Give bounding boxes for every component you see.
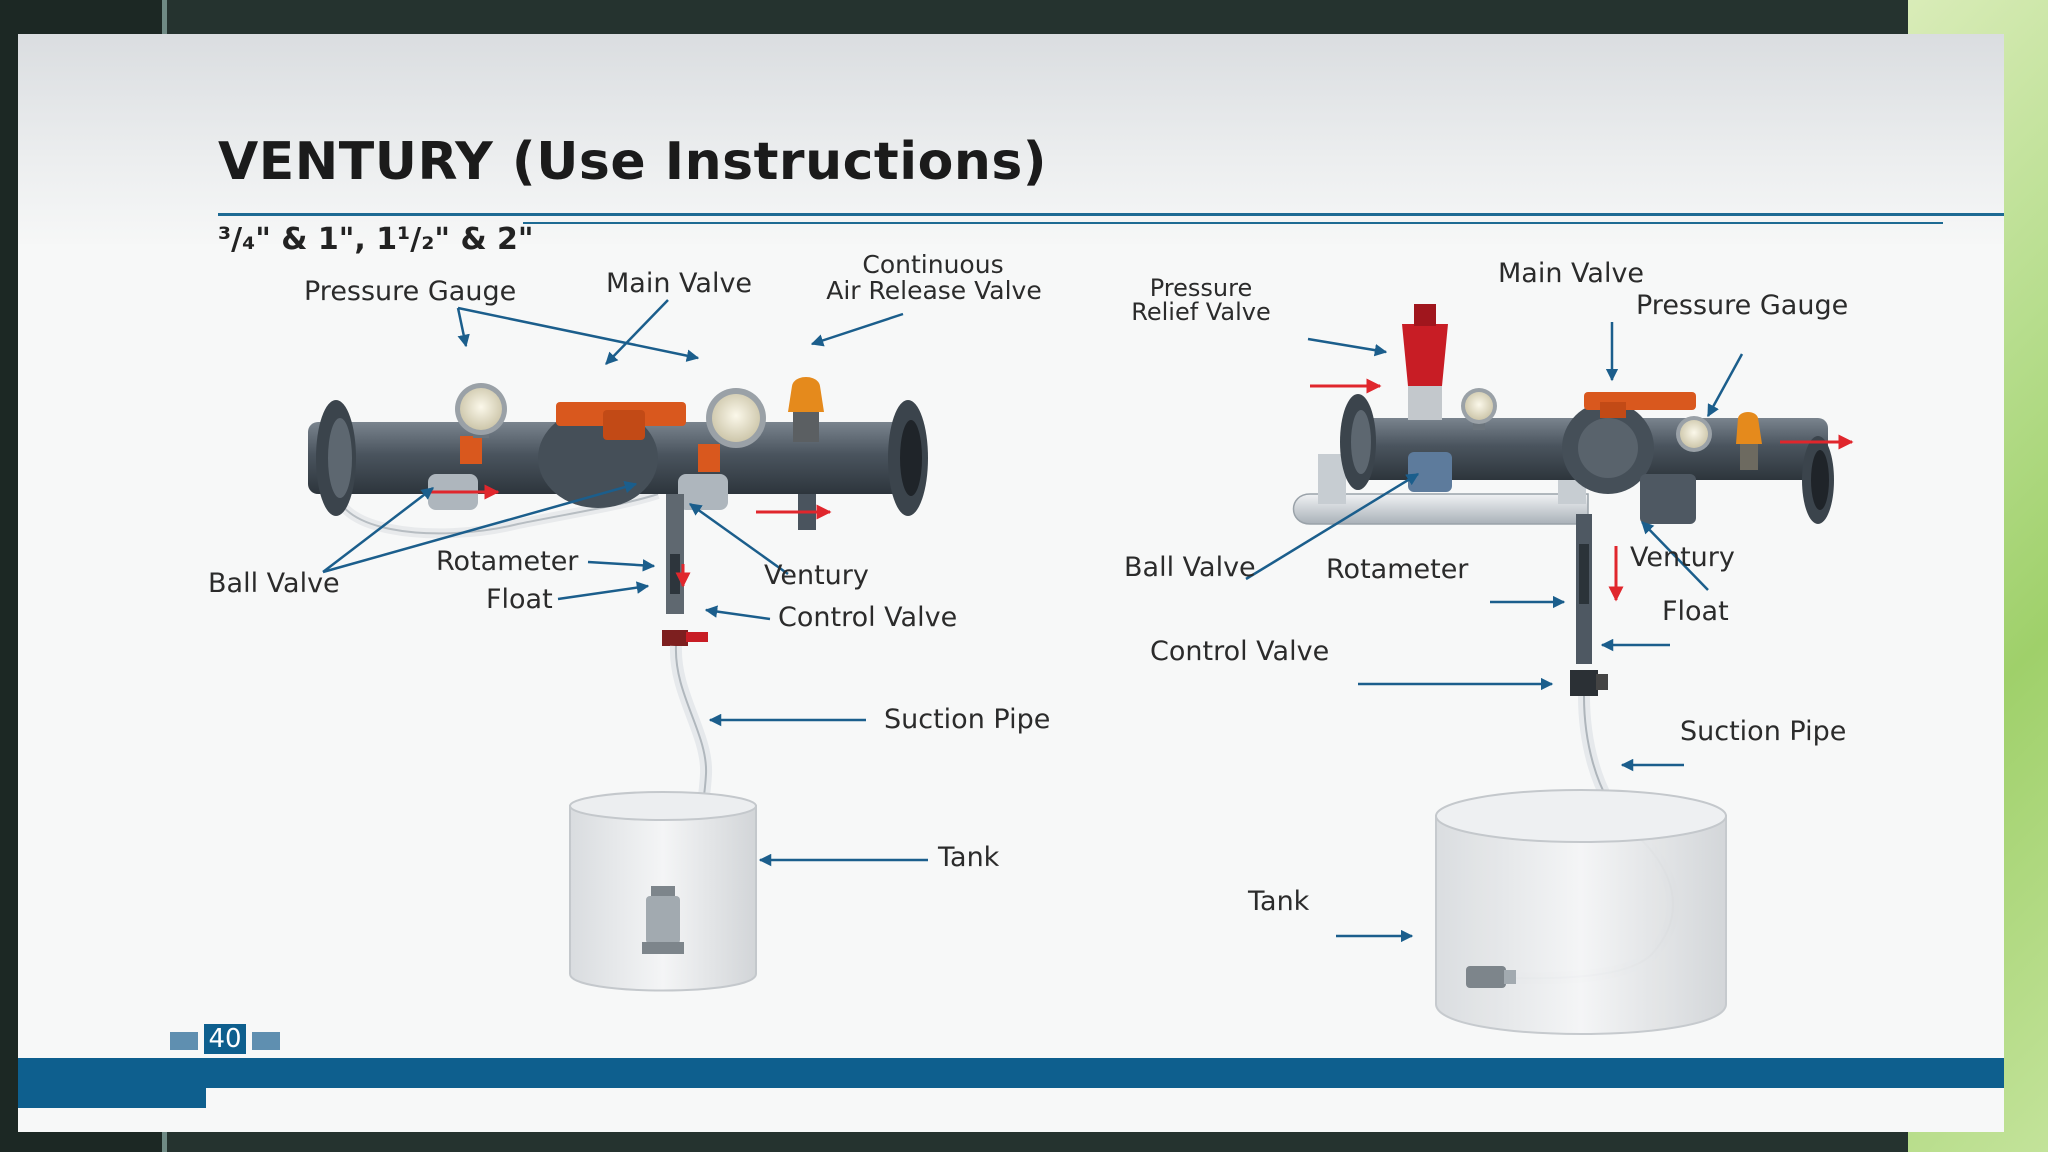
right-label-pressure-relief-line1: Pressure <box>1149 274 1253 302</box>
ventury-diagrams <box>308 299 1854 1035</box>
footer-block <box>18 1058 206 1108</box>
page-number-right-marker <box>252 1032 280 1050</box>
right-ventury-assembly <box>1292 304 1834 1035</box>
left-label-float: Float <box>486 584 553 615</box>
left-label-tank: Tank <box>938 842 1000 873</box>
left-label-air-release-line1: Continuous <box>862 250 1004 279</box>
right-label-float: Float <box>1662 596 1729 627</box>
left-ventury-assembly <box>308 377 928 992</box>
right-label-suction-pipe: Suction Pipe <box>1680 716 1847 747</box>
left-label-main-valve: Main Valve <box>606 268 753 299</box>
right-label-rotameter: Rotameter <box>1326 554 1469 585</box>
page-number-left-marker <box>170 1032 198 1050</box>
right-label-pressure-relief-line2: Relief Valve <box>1131 298 1271 326</box>
left-label-ball-valve: Ball Valve <box>208 568 340 599</box>
title-divider <box>218 213 2004 216</box>
left-label-suction-pipe: Suction Pipe <box>884 704 1051 735</box>
right-leader-arrows <box>1245 322 1744 943</box>
size-label: ³/₄" & 1", 1¹/₂" & 2" <box>218 222 534 257</box>
left-label-rotameter: Rotameter <box>436 546 579 577</box>
left-label-control-valve: Control Valve <box>778 602 958 633</box>
title-divider-secondary <box>523 222 1943 224</box>
right-label-main-valve: Main Valve <box>1498 258 1645 289</box>
slide: VENTURY (Use Instructions) ³/₄" & 1", 1¹… <box>18 34 2004 1132</box>
footer-bar <box>18 1058 2004 1088</box>
left-label-ventury: Ventury <box>764 560 869 591</box>
slide-title: VENTURY (Use Instructions) <box>218 132 1048 192</box>
right-label-control-valve: Control Valve <box>1150 636 1330 667</box>
left-label-air-release-line2: Air Release Valve <box>826 276 1042 305</box>
right-label-ball-valve: Ball Valve <box>1124 552 1256 583</box>
right-label-pressure-gauge: Pressure Gauge <box>1636 290 1849 321</box>
left-flow-arrows <box>430 484 832 588</box>
slide-header-background <box>18 34 2004 244</box>
right-label-tank: Tank <box>1248 886 1310 917</box>
page-number: 40 <box>204 1024 246 1054</box>
right-flow-arrows <box>1310 378 1854 602</box>
right-label-ventury: Ventury <box>1630 542 1735 573</box>
left-label-pressure-gauge: Pressure Gauge <box>304 276 517 307</box>
footer-notch <box>206 1088 242 1108</box>
left-leader-arrows <box>322 299 928 867</box>
